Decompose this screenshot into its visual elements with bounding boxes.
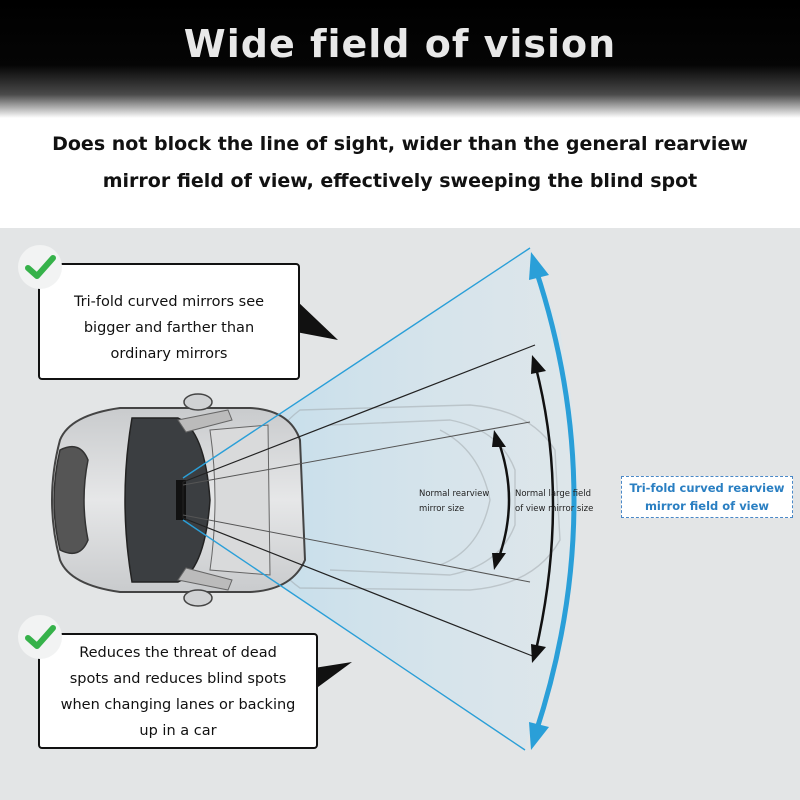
large-view-line-top xyxy=(182,344,536,483)
large-view-arrow xyxy=(531,355,555,663)
label-normal-line-2: mirror size xyxy=(419,504,465,514)
callout-bottom-line-2: spots and reduces blind spots xyxy=(69,671,287,687)
callout-top-line-1: Tri-fold curved mirrors see xyxy=(73,294,265,310)
subtitle-line-1: Does not block the line of sight, wider … xyxy=(52,133,748,155)
callout-bottom-line-3: when changing lanes or backing xyxy=(60,697,296,713)
label-trifold-line-1: Tri-fold curved rearview xyxy=(629,481,785,495)
callout-wider-view: Tri-fold curved mirrors see bigger and f… xyxy=(38,263,300,380)
callout-bottom-line-1: Reduces the threat of dead xyxy=(79,645,277,661)
normal-view-line-top xyxy=(182,421,531,486)
label-trifold-line-2: mirror field of view xyxy=(644,499,770,513)
callout-blind-spot: Reduces the threat of dead spots and red… xyxy=(38,633,318,749)
page-title: Wide field of vision xyxy=(183,22,617,66)
large-view-line-bottom xyxy=(182,517,536,658)
callout-top-line-2: bigger and farther than xyxy=(83,320,255,336)
callout-bottom-line-4: up in a car xyxy=(139,723,217,739)
trifold-view-line-top xyxy=(182,247,531,479)
callout-top-pointer xyxy=(296,300,338,340)
checkmark-icon xyxy=(18,245,62,289)
header-banner: Wide field of vision xyxy=(0,0,800,118)
diagram-drawing xyxy=(51,247,580,751)
trifold-view-arrow xyxy=(529,252,577,750)
label-normal-line-1: Normal rearview xyxy=(419,489,490,499)
subtitle: Does not block the line of sight, wider … xyxy=(0,126,800,200)
checkmark-icon xyxy=(18,615,62,659)
callout-bottom-pointer xyxy=(314,662,352,690)
trifold-view-fan xyxy=(183,248,580,748)
normal-view-arrow xyxy=(492,430,511,570)
car xyxy=(51,393,307,607)
label-large-field: Normal large field of view mirror size xyxy=(515,487,593,517)
callout-top-line-3: ordinary mirrors xyxy=(110,346,228,362)
subtitle-line-2: mirror field of view, effectively sweepi… xyxy=(102,170,698,192)
normal-view-line-bottom xyxy=(182,514,531,583)
label-large-line-1: Normal large field xyxy=(515,489,592,499)
label-trifold-view: Tri-fold curved rearview mirror field of… xyxy=(621,476,793,518)
label-large-line-2: of view mirror size xyxy=(515,504,594,514)
trifold-view-line-bottom xyxy=(182,519,526,751)
label-normal-rearview: Normal rearview mirror size xyxy=(419,487,489,517)
